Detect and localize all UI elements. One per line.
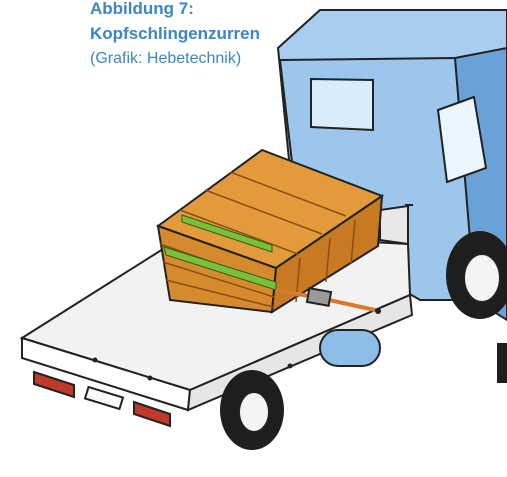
figure-caption: Abbildung 7: Kopfschlingenzurren (Grafik… <box>90 0 260 71</box>
figure-label: Abbildung 7: <box>90 0 260 21</box>
side-wheel-edge <box>497 343 507 383</box>
figure-credit: (Grafik: Hebetechnik) <box>90 46 260 71</box>
figure-title: Kopfschlingenzurren <box>90 21 260 46</box>
fuel-tank <box>320 330 380 366</box>
rear-wheel <box>220 370 284 450</box>
